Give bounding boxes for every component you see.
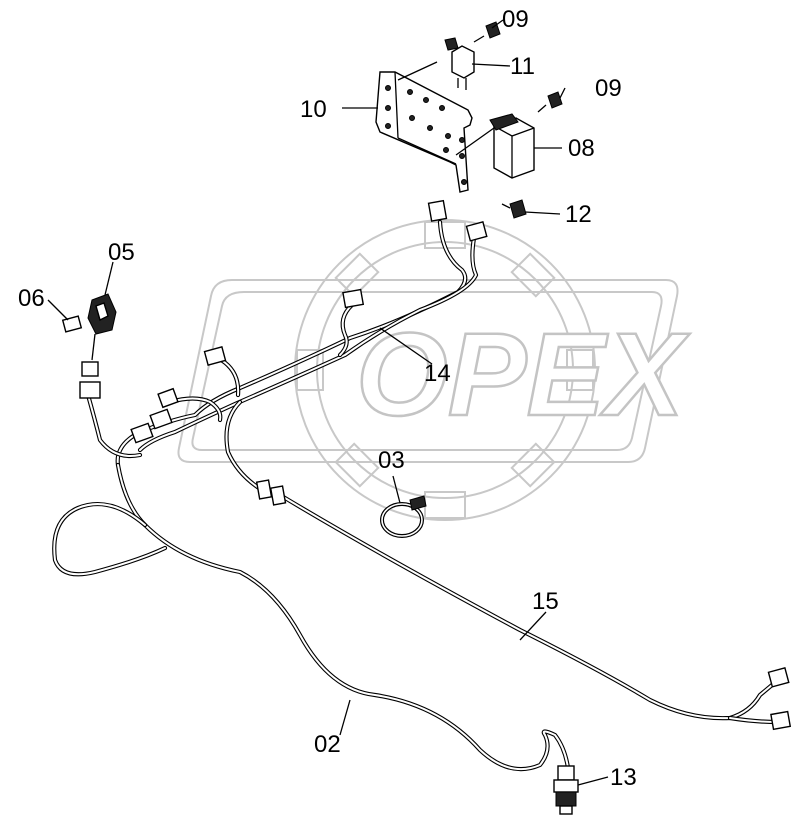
callout-09-right: 09 [595,75,622,102]
wire-harness-15 [277,492,781,725]
callout-03: 03 [378,447,405,474]
connector [203,346,227,366]
relay-08-icon [489,113,535,179]
connector [427,199,448,222]
wire-harness-14 [85,219,479,493]
wire-harness-02 [52,462,571,772]
callout-12: 12 [565,201,592,228]
harness-connectors [79,199,792,731]
callout-09-top: 09 [502,6,529,33]
screw-12-icon [501,199,527,219]
connector [130,422,154,444]
callout-05: 05 [108,239,135,266]
connector [770,710,792,731]
callout-11: 11 [510,53,535,80]
opex-watermark: OPEX [177,219,691,521]
callout-08: 08 [568,135,595,162]
screw-09a-icon [473,21,501,43]
watermark-text: OPEX [356,309,690,441]
connector [269,485,287,506]
callout-labels: 09 11 09 10 08 12 05 06 14 03 15 02 13 [18,6,637,791]
leader-lines [47,19,609,786]
connector [81,361,99,377]
callout-06: 06 [18,285,45,312]
connector [465,221,488,242]
callout-14: 14 [424,360,451,387]
bracket-10-icon [375,71,473,193]
callout-02: 02 [314,731,341,758]
callout-13: 13 [610,764,637,791]
connector [342,288,365,309]
clamp-03-icon [380,495,427,538]
switch-05-icon [87,293,117,361]
callout-15: 15 [532,588,559,615]
connector [255,479,273,500]
screw-09b-icon [537,91,563,113]
pressure-sensor-13-icon [553,765,579,815]
connector [79,381,101,399]
connector [767,667,790,688]
relay-11-icon [444,37,475,90]
connector [149,408,173,430]
callout-10: 10 [300,96,327,123]
connector [157,387,179,409]
label-plate-06-icon [61,315,83,333]
